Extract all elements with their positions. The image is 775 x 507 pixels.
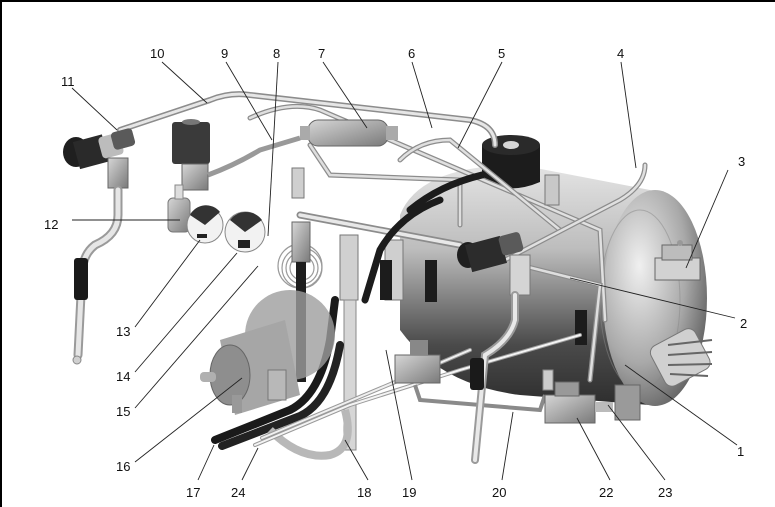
callout-23: 23 bbox=[658, 485, 672, 500]
callout-11: 11 bbox=[61, 74, 75, 89]
pressure-gauge-1 bbox=[186, 205, 224, 244]
callout-8: 8 bbox=[273, 46, 280, 61]
tank-bracket bbox=[614, 384, 641, 421]
water-wand bbox=[470, 291, 519, 464]
small-cylinder bbox=[167, 184, 191, 233]
callout-15: 15 bbox=[116, 404, 130, 419]
pressure-switch bbox=[654, 240, 701, 281]
pressure-gauge-2 bbox=[224, 211, 266, 253]
heating-element-flange bbox=[649, 328, 713, 387]
center-regulator bbox=[457, 232, 524, 273]
small-fitting bbox=[542, 369, 554, 391]
u-pipe bbox=[267, 408, 352, 460]
steam-wand bbox=[72, 185, 123, 365]
white-tubes bbox=[253, 333, 582, 447]
callout-24: 24 bbox=[231, 485, 245, 500]
callout-4: 4 bbox=[617, 46, 624, 61]
callout-14: 14 bbox=[116, 369, 130, 384]
regulator-valve bbox=[63, 128, 136, 189]
callout-7: 7 bbox=[318, 46, 325, 61]
callout-labels: 1 2 3 4 5 6 7 8 9 10 11 12 13 14 15 16 1… bbox=[44, 46, 747, 500]
callout-9: 9 bbox=[221, 46, 228, 61]
callout-1: 1 bbox=[737, 444, 744, 459]
callout-13: 13 bbox=[116, 324, 130, 339]
callout-16: 16 bbox=[116, 459, 130, 474]
callout-18: 18 bbox=[357, 485, 371, 500]
solenoid-valve bbox=[172, 119, 301, 191]
callout-20: 20 bbox=[492, 485, 506, 500]
level-switch-block bbox=[544, 381, 613, 424]
callout-10: 10 bbox=[150, 46, 164, 61]
callout-3: 3 bbox=[738, 154, 745, 169]
callout-2: 2 bbox=[740, 316, 747, 331]
pump-motor bbox=[200, 290, 335, 415]
callout-19: 19 bbox=[402, 485, 416, 500]
callout-12: 12 bbox=[44, 217, 58, 232]
inline-filter bbox=[300, 119, 398, 147]
terminal-block-left bbox=[394, 340, 441, 384]
callout-5: 5 bbox=[498, 46, 505, 61]
callout-22: 22 bbox=[599, 485, 613, 500]
vertical-fittings bbox=[291, 167, 587, 451]
leader-lines bbox=[71, 61, 738, 481]
callout-6: 6 bbox=[408, 46, 415, 61]
callout-17: 17 bbox=[186, 485, 200, 500]
